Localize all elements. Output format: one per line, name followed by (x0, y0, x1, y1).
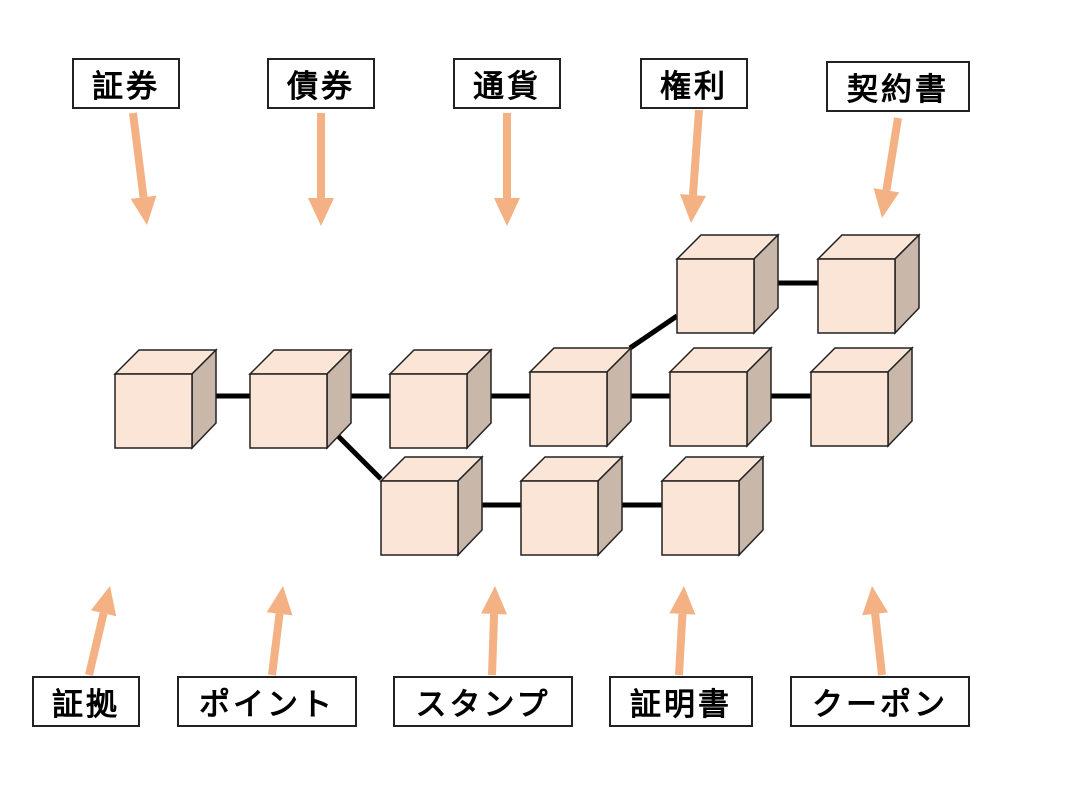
block-cube (248, 348, 353, 450)
arrow (873, 117, 902, 218)
cube-front-face (249, 373, 328, 449)
cube-front-face (676, 258, 755, 334)
bottom-label-coupon: クーポン (790, 676, 970, 727)
top-label-contract: 契約書 (826, 61, 970, 112)
arrow-shaft (675, 613, 687, 676)
arrow-shaft (268, 613, 284, 676)
cube-front-face (817, 258, 896, 334)
arrow-shaft (488, 613, 499, 676)
arrow (266, 586, 293, 676)
arrow (680, 109, 706, 223)
cube-front-face (529, 371, 608, 447)
arrow-head (873, 188, 900, 218)
arrow-shaft (85, 612, 108, 676)
arrow-head (130, 195, 157, 225)
block-cube (675, 233, 780, 335)
cube-front-face (389, 373, 468, 449)
bottom-label-certificate: 証明書 (609, 676, 753, 727)
cube-front-face (661, 480, 740, 556)
arrow-shaft (129, 112, 148, 198)
cube-front-face (114, 373, 193, 449)
arrow-head (669, 586, 696, 615)
arrow-head (266, 586, 293, 616)
arrow-shaft (882, 117, 902, 191)
arrow-shaft (688, 109, 703, 196)
arrow-head (862, 586, 889, 616)
top-label-securities: 証券 (72, 58, 180, 109)
block-cube (113, 348, 218, 450)
block-link (334, 432, 383, 481)
arrow (862, 586, 889, 676)
block-cube (668, 346, 773, 448)
bottom-label-evidence: 証拠 (32, 676, 140, 727)
cube-front-face (669, 371, 748, 447)
arrow-head (481, 586, 508, 615)
arrow-head (308, 198, 334, 226)
block-cube (660, 455, 765, 557)
cube-front-face (380, 480, 459, 556)
arrow-head (494, 198, 520, 226)
cube-front-face (520, 480, 599, 556)
arrow (129, 112, 157, 225)
arrow (481, 586, 508, 676)
block-cube (388, 348, 493, 450)
block-cube (816, 233, 921, 335)
block-cube (528, 346, 633, 448)
arrow (308, 113, 334, 226)
top-label-currency: 通貨 (453, 58, 561, 109)
bottom-label-stamp: スタンプ (393, 676, 573, 727)
block-cube (379, 455, 484, 557)
arrow-head (680, 194, 706, 223)
top-label-rights: 権利 (640, 58, 748, 109)
top-label-bonds: 債券 (267, 58, 375, 109)
arrow-head (90, 586, 117, 617)
arrow-shaft (871, 613, 886, 676)
block-cube (809, 346, 914, 448)
block-cube (519, 455, 624, 557)
arrow (494, 113, 520, 226)
bottom-label-points: ポイント (177, 676, 357, 727)
cube-front-face (810, 371, 889, 447)
arrow (85, 586, 117, 676)
arrow (669, 586, 696, 676)
block-link (628, 313, 679, 351)
